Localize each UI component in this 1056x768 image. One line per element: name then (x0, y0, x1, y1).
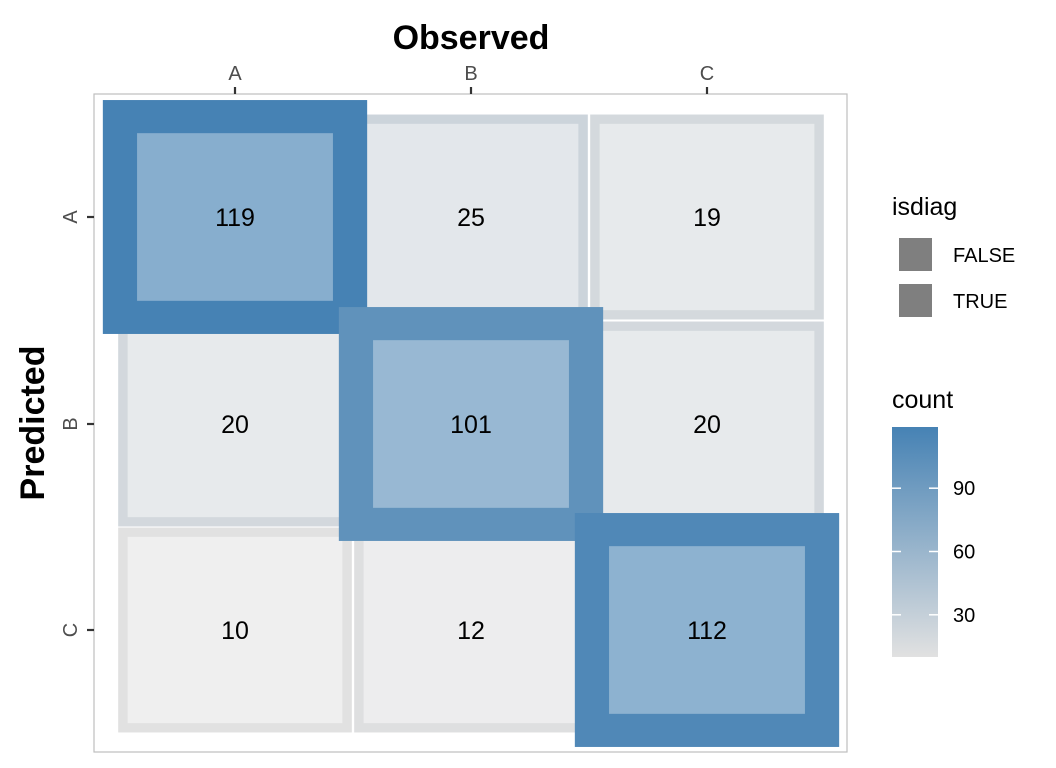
cell-fill (363, 536, 579, 724)
legend-count-title: count (892, 386, 953, 414)
heatmap-cell: 12 (354, 527, 588, 733)
y-axis-title: Predicted (14, 346, 52, 501)
heatmap-cell: 10 (118, 527, 352, 733)
heatmap-cell: 19 (590, 114, 824, 320)
cell-fill (373, 340, 569, 508)
y-tick-label: C (60, 623, 82, 637)
legend-count-tick-label: 60 (953, 541, 975, 563)
x-axis-title: Observed (393, 19, 550, 57)
heatmap-cell: 119 (102, 100, 368, 334)
axes-layer: A B C A B C (60, 63, 714, 637)
cell-value-label: 25 (457, 204, 485, 232)
cell-value-label: 112 (687, 617, 727, 645)
legend-isdiag-key (899, 284, 932, 317)
x-tick-label: A (228, 63, 242, 85)
heatmap-cell: 25 (354, 114, 588, 320)
cell-fill (609, 546, 805, 714)
cell-fill (599, 330, 815, 518)
cell-value-label: 20 (221, 411, 249, 439)
legend-isdiag-label: TRUE (953, 291, 1007, 313)
y-tick-label: A (60, 210, 82, 224)
cell-value-label: 101 (450, 411, 492, 439)
cell-fill (127, 536, 343, 724)
cell-fill (363, 123, 579, 311)
cell-fill (137, 133, 333, 301)
heatmap-cell: 112 (574, 513, 840, 747)
cell-value-label: 20 (693, 411, 721, 439)
heatmap-cell: 20 (590, 321, 824, 527)
legend-count-tick-label: 30 (953, 605, 975, 627)
cell-value-label: 10 (221, 617, 249, 645)
legend-isdiag-label: FALSE (953, 245, 1015, 267)
heatmap-cell: 101 (338, 307, 604, 541)
x-tick-label: C (700, 63, 714, 85)
legend-isdiag-title: isdiag (892, 193, 957, 221)
heatmap-cell: 20 (118, 321, 352, 527)
x-tick-label: B (464, 63, 477, 85)
cell-value-label: 12 (457, 617, 485, 645)
cell-fill (127, 330, 343, 518)
legend-isdiag-key (899, 238, 932, 271)
y-tick-label: B (60, 417, 82, 430)
legend-count-tick-label: 90 (953, 478, 975, 500)
cells-layer: 25 19 20 20 10 12 119 101 112 (102, 100, 840, 747)
cell-value-label: 119 (215, 204, 255, 232)
cell-fill (599, 123, 815, 311)
cell-value-label: 19 (693, 204, 721, 232)
legend-count-colorbar (892, 427, 938, 657)
